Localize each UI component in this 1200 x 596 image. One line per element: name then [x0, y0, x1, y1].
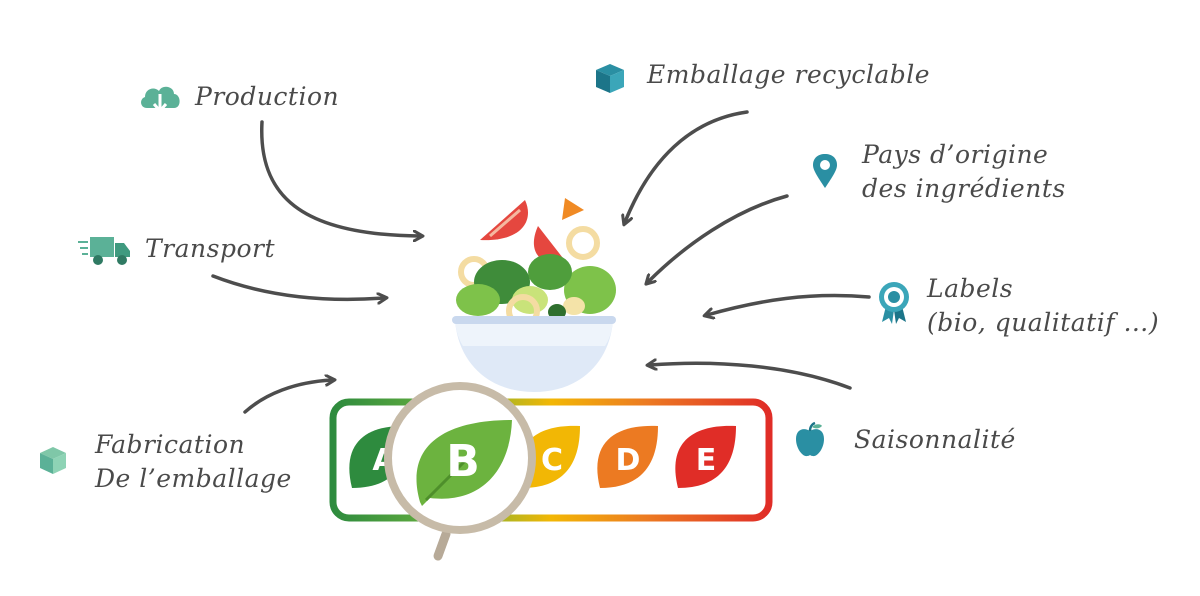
salad-bowl-icon: [452, 198, 616, 392]
arrow-labels: [707, 293, 871, 315]
label-pays-origine: Pays d’origine des ingrédients: [862, 138, 1066, 206]
grade-e-letter: E: [696, 443, 717, 478]
magnifier-icon: B: [384, 382, 536, 561]
label-production-text: Production: [195, 82, 340, 111]
grade-b-letter: B: [446, 436, 480, 487]
apple-icon: [794, 421, 826, 463]
label-emballage-recyclable-text: Emballage recyclable: [647, 60, 931, 89]
label-fabrication: Fabrication De l’emballage: [95, 428, 292, 496]
arrow-transport: [211, 274, 384, 299]
label-pays-origine-line1: Pays d’origine: [862, 140, 1049, 169]
cloud-download-icon: [137, 80, 183, 120]
grade-d-letter: D: [616, 443, 641, 478]
label-transport-text: Transport: [145, 234, 276, 263]
label-saisonnalite: Saisonnalité: [854, 423, 1016, 457]
label-labels-line2: (bio, qualitatif …): [927, 308, 1160, 337]
label-fabrication-line1: Fabrication: [95, 430, 246, 459]
arrow-fabrication: [243, 380, 332, 414]
label-transport: Transport: [145, 232, 275, 266]
truck-icon: [78, 233, 132, 271]
grade-d: D: [597, 425, 658, 488]
label-labels: Labels (bio, qualitatif …): [927, 272, 1159, 340]
box-icon: [37, 444, 69, 480]
grade-c-letter: C: [541, 443, 563, 478]
location-pin-icon: [811, 152, 839, 194]
grade-b: B: [416, 420, 512, 506]
label-labels-line1: Labels: [927, 274, 1014, 303]
label-saisonnalite-text: Saisonnalité: [854, 425, 1016, 454]
arrow-pays: [648, 194, 789, 282]
label-fabrication-line2: De l’emballage: [95, 464, 292, 493]
label-production: Production: [195, 80, 339, 114]
arrow-saisonnalite: [650, 363, 852, 390]
arrow-emballage: [625, 110, 749, 222]
arrow-production: [260, 120, 420, 236]
grade-e: E: [675, 425, 736, 488]
package-icon: [592, 60, 628, 100]
label-emballage-recyclable: Emballage recyclable: [647, 58, 930, 92]
badge-icon: [877, 280, 911, 328]
label-pays-origine-line2: des ingrédients: [862, 174, 1066, 203]
